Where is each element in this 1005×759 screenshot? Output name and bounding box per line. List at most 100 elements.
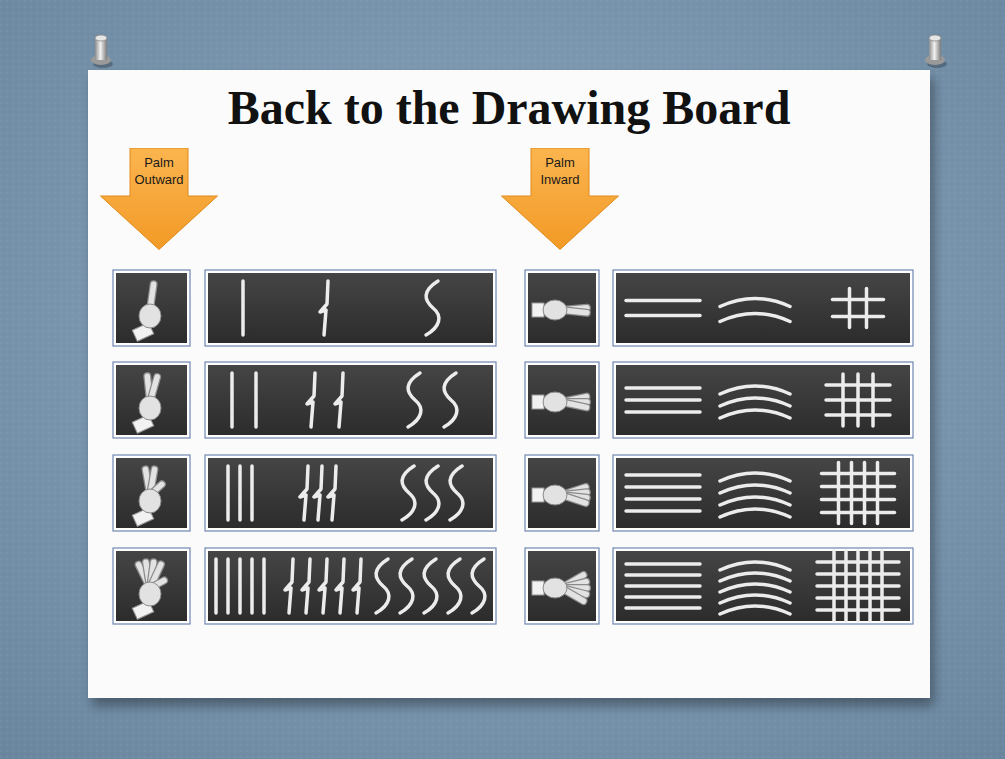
photo-ground [116,273,187,343]
photo-panels [113,270,913,624]
hand-photo [525,455,599,531]
photo-content [532,575,587,601]
photo-frame [113,270,190,346]
photo-ground [528,551,596,621]
chalk-stroke [626,584,700,588]
chalk-stroke [226,466,230,520]
chalk-stroke [626,473,700,477]
chalk-stroke [720,314,790,322]
shirt-cuff [532,488,544,502]
chalk-stroke [720,386,790,394]
chalk-stroke [720,562,790,570]
chalk-stroke [400,559,413,613]
photo-content [532,485,587,505]
chalk-stroke [822,472,895,476]
chalk-stroke [720,398,790,406]
photo-ground [616,365,910,435]
chalk-stroke [720,573,790,581]
palm [139,396,161,420]
chalk-stroke [241,281,245,335]
hand-photo [113,270,190,346]
palm [139,582,161,606]
photo-ground [616,273,910,343]
chalk-stroke [826,413,890,417]
chalk-stroke [328,466,336,520]
chalk-stroke [408,373,421,427]
chalk-stroke [822,498,895,502]
chalk-stroke [720,595,790,603]
shirt-cuff [532,395,544,409]
chalk-stroke [720,497,790,505]
chalk-stroke [826,398,890,402]
slide-title: Back to the Drawing Board [88,82,930,135]
pattern-photo [205,362,496,438]
chalk-stroke [848,289,852,328]
hand-photo [113,362,190,438]
chalk-stroke [720,485,790,493]
paper-sheet [88,70,930,698]
photo-ground [616,551,910,621]
photo-ground [528,458,596,528]
hand-photo [525,548,599,624]
photo-content [132,469,162,526]
chalk-stroke [353,559,361,613]
photo-ground [116,365,187,435]
chalk-stroke [300,466,308,520]
chalk-stroke [720,473,790,481]
chalk-stroke [250,559,254,613]
pattern-photo [613,270,913,346]
chalk-stroke [837,463,841,524]
chalk-stroke [448,559,461,613]
photo-content [626,463,895,524]
chalk-stroke [226,559,230,613]
photo-frame [205,455,496,531]
chalk-stroke [376,559,389,613]
chalk-stroke [817,596,899,600]
chalk-stroke [720,410,790,418]
photo-ground [208,458,493,528]
photo-frame [113,362,190,438]
chalk-stroke [626,386,700,390]
photo-content [532,300,587,320]
push-pin [925,35,947,68]
chalk-stroke [626,595,700,599]
pattern-photo [613,362,913,438]
photo-content [626,551,899,621]
photo-ground [208,365,493,435]
photo-frame [613,362,913,438]
chalk-stroke [238,466,242,520]
pattern-photo [613,548,913,624]
chalk-stroke [250,466,254,520]
chalk-stroke [720,299,790,307]
photo-ground [528,273,596,343]
chalk-stroke [850,463,854,524]
palm [543,578,567,598]
palm [139,304,161,328]
chalk-stroke [863,463,867,524]
chalk-stroke [402,466,415,520]
chalk-stroke [817,584,899,588]
chalk-stroke [335,373,343,427]
chalk-stroke [822,485,895,489]
hand-photo [525,270,599,346]
chalk-stroke [426,281,439,335]
chalk-stroke [720,584,790,592]
photo-content [132,562,164,619]
chalk-stroke [214,559,218,613]
arrow-outline [502,148,619,250]
chalk-stroke [426,466,439,520]
chalk-stroke [424,559,437,613]
chalk-stroke [450,466,463,520]
hand-photo [113,548,190,624]
photo-frame [525,455,599,531]
chalk-stroke [262,559,266,613]
photo-ground [116,458,187,528]
chalk-stroke [472,559,485,613]
photo-frame [205,362,496,438]
palm [543,300,567,320]
push-pin [91,35,113,68]
photo-content [626,374,890,426]
chalk-stroke [230,373,234,427]
